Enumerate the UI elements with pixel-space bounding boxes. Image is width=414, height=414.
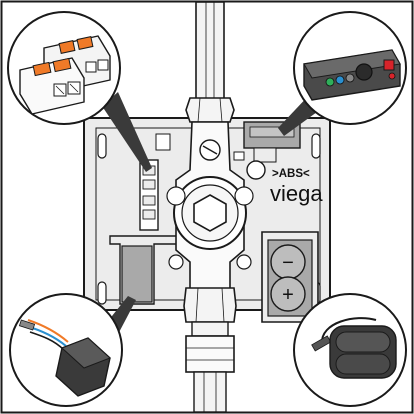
battery-holder: − + [261,231,319,323]
hex-socket [193,194,227,232]
led-green [325,77,335,87]
battery-pack-icon [311,317,397,379]
clip [233,151,245,161]
actuator-callout [9,293,123,407]
mounting-slot [97,133,107,159]
actuator-cable-icon [18,319,111,397]
wago-connector-callout [7,11,121,125]
brand-logo-text: viega [270,181,323,206]
pipe-upper [195,1,225,103]
control-board-icon [303,49,401,101]
terminal-block [139,159,159,231]
pointer-wago [102,92,152,172]
battery-minus-symbol: − [282,252,294,274]
mounting-slot [97,281,107,305]
pipe-lower [185,321,235,413]
led-red [383,59,395,71]
abs-marking: >ABS< [272,168,310,180]
valve-body [166,97,254,323]
actuator-module [109,235,183,305]
mounting-slot [311,133,321,159]
battery-cell-plus [270,276,306,312]
led-blue [335,75,345,85]
wago-connector-icon [19,35,111,115]
sensor-window [246,160,266,180]
sensor-area: >ABS< viega [233,151,323,206]
battery-pack-callout [293,293,407,407]
battery-plus-symbol: + [282,284,294,306]
mounting-hole [155,133,171,151]
control-board-callout [293,11,407,125]
